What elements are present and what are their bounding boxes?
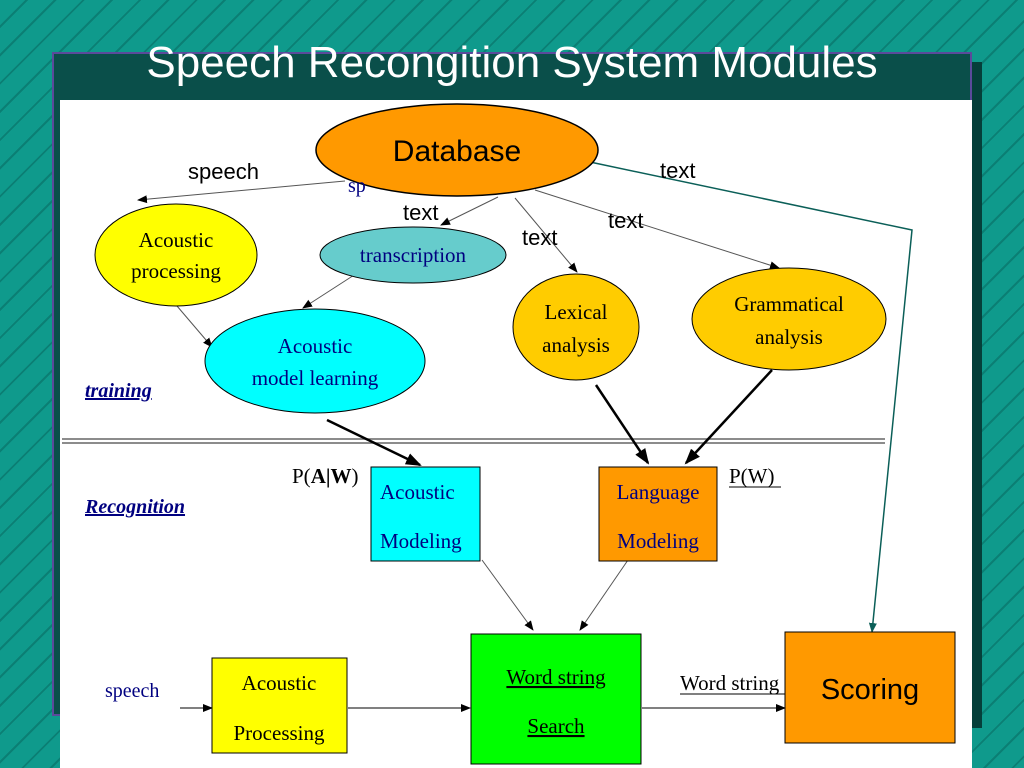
arrow-model-learning-to-acoustic-modeling [326, 418, 422, 467]
acoustic-processing-label-1: Acoustic [242, 671, 317, 695]
word-string-output-label: Word string [680, 671, 780, 695]
arrow-database-to-lexical [514, 197, 578, 273]
transcription-node [319, 226, 507, 284]
word-string-search-label-1: Word string [506, 665, 606, 689]
language-modeling-label-2: Modeling [617, 529, 699, 553]
word-string-search-box [470, 633, 642, 765]
arrow-database-to-scoring [589, 161, 913, 633]
arrow-lexical-to-language-modeling [594, 384, 650, 465]
p-w-label: P(W) [729, 464, 775, 488]
acoustic-processing-label-2: Processing [234, 721, 325, 745]
database-node [315, 103, 599, 197]
acoustic-modeling-label-2: Modeling [380, 529, 462, 553]
acoustic-model-learning-node [204, 308, 426, 414]
speech-arrow-label: speech [188, 159, 259, 184]
acoustic-processing-box [211, 657, 348, 754]
recognition-section-label: Recognition [84, 496, 185, 518]
arrow-database-to-transcription [440, 196, 499, 226]
scoring-label: Scoring [821, 674, 919, 706]
grammatical-analysis-label-2: analysis [755, 325, 823, 349]
lexical-analysis-node [512, 273, 640, 381]
arrow-grammatical-to-language-modeling [684, 369, 773, 465]
arrow-acoustic-processing-to-model-learning [176, 305, 213, 348]
word-string-search-label-2: Search [527, 714, 585, 738]
acoustic-processing-training-label-1: Acoustic [139, 228, 214, 252]
arrow-language-modeling-to-search [579, 559, 629, 631]
language-modeling-label-1: Language [617, 480, 700, 504]
grammatical-analysis-label-1: Grammatical [734, 292, 844, 316]
language-modeling-box [598, 466, 718, 562]
text-arrow-label-lexical: text [522, 225, 557, 250]
p-a-given-w-suffix: ) [351, 464, 358, 488]
acoustic-processing-training-label-2: processing [131, 259, 221, 283]
arrow-database-to-grammatical [534, 189, 780, 270]
text-arrow-label-transcription: text [403, 200, 438, 225]
grammatical-analysis-node [691, 267, 887, 371]
arrow-database-to-acoustic-processing [137, 180, 346, 204]
transcription-label: transcription [360, 243, 467, 267]
database-label: Database [393, 135, 521, 168]
p-a-given-w-prefix: P( [292, 464, 311, 488]
acoustic-processing-training-node [94, 203, 258, 307]
acoustic-modeling-label-1: Acoustic [380, 480, 455, 504]
acoustic-model-learning-label-1: Acoustic [278, 334, 353, 358]
arrow-acoustic-modeling-to-search [481, 559, 534, 631]
acoustic-model-learning-label-2: model learning [252, 366, 379, 390]
speech-input-label: speech [105, 680, 159, 702]
acoustic-modeling-box [370, 466, 481, 562]
scoring-box [784, 631, 956, 744]
p-a-given-w-label: P(A|W) [292, 464, 358, 488]
text-arrow-label-grammatical: text [608, 208, 643, 233]
partial-speech-label: sp [348, 175, 366, 197]
p-a-given-w-bold: A|W [311, 464, 352, 488]
slide-title: Speech Recongition System Modules [146, 38, 878, 87]
text-arrow-label-scoring: text [660, 158, 695, 183]
lexical-analysis-label-1: Lexical [545, 300, 608, 324]
lexical-analysis-label-2: analysis [542, 333, 610, 357]
training-section-label: training [85, 380, 152, 402]
